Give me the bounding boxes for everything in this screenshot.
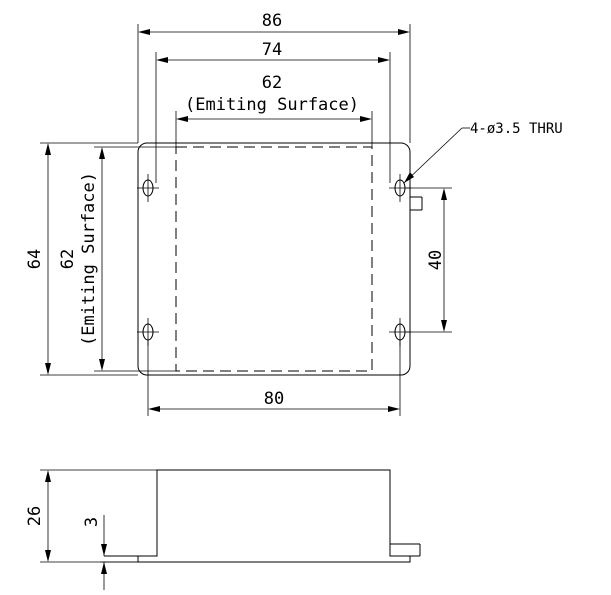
dim-62-vertical-note: (Emiting Surface) bbox=[79, 172, 99, 346]
cable-stub-side bbox=[390, 543, 421, 557]
dim-40-label: 40 bbox=[426, 250, 446, 270]
emitting-surface-outline bbox=[175, 146, 373, 372]
dim-62-horizontal: 62 (Emiting Surface) bbox=[175, 73, 373, 147]
dim-26-label: 26 bbox=[25, 506, 45, 526]
dim-80-label: 80 bbox=[264, 389, 284, 409]
dim-74: 74 bbox=[155, 40, 391, 183]
dim-3-label: 3 bbox=[82, 517, 102, 527]
dim-64-label: 64 bbox=[25, 249, 45, 269]
dim-86: 86 bbox=[137, 11, 411, 143]
hole-callout-label: 4-ø3.5 THRU bbox=[470, 121, 563, 137]
dim-64: 64 bbox=[25, 142, 138, 376]
hole-callout: 4-ø3.5 THRU bbox=[403, 121, 563, 184]
top-view: 86 74 62 (Emiting Surface) 4-ø3.5 THR bbox=[25, 11, 563, 416]
dim-74-label: 74 bbox=[262, 40, 282, 60]
cable-stub-top bbox=[410, 196, 423, 211]
dim-62-vertical: 62 (Emiting Surface) bbox=[58, 146, 176, 372]
dim-62-vertical-label: 62 bbox=[58, 249, 78, 269]
dim-40: 40 bbox=[406, 187, 452, 333]
mounting-hole-top-left bbox=[137, 174, 159, 202]
housing-outline bbox=[137, 469, 411, 563]
dim-62-horizontal-note: (Emiting Surface) bbox=[185, 95, 359, 115]
dim-80: 80 bbox=[147, 340, 401, 416]
dim-62-horizontal-label: 62 bbox=[262, 73, 282, 93]
dim-3: 3 bbox=[82, 515, 138, 590]
dim-26: 26 bbox=[25, 469, 157, 563]
side-view: 26 3 bbox=[25, 469, 421, 590]
plate-outline bbox=[137, 142, 411, 376]
dim-86-label: 86 bbox=[262, 11, 282, 31]
